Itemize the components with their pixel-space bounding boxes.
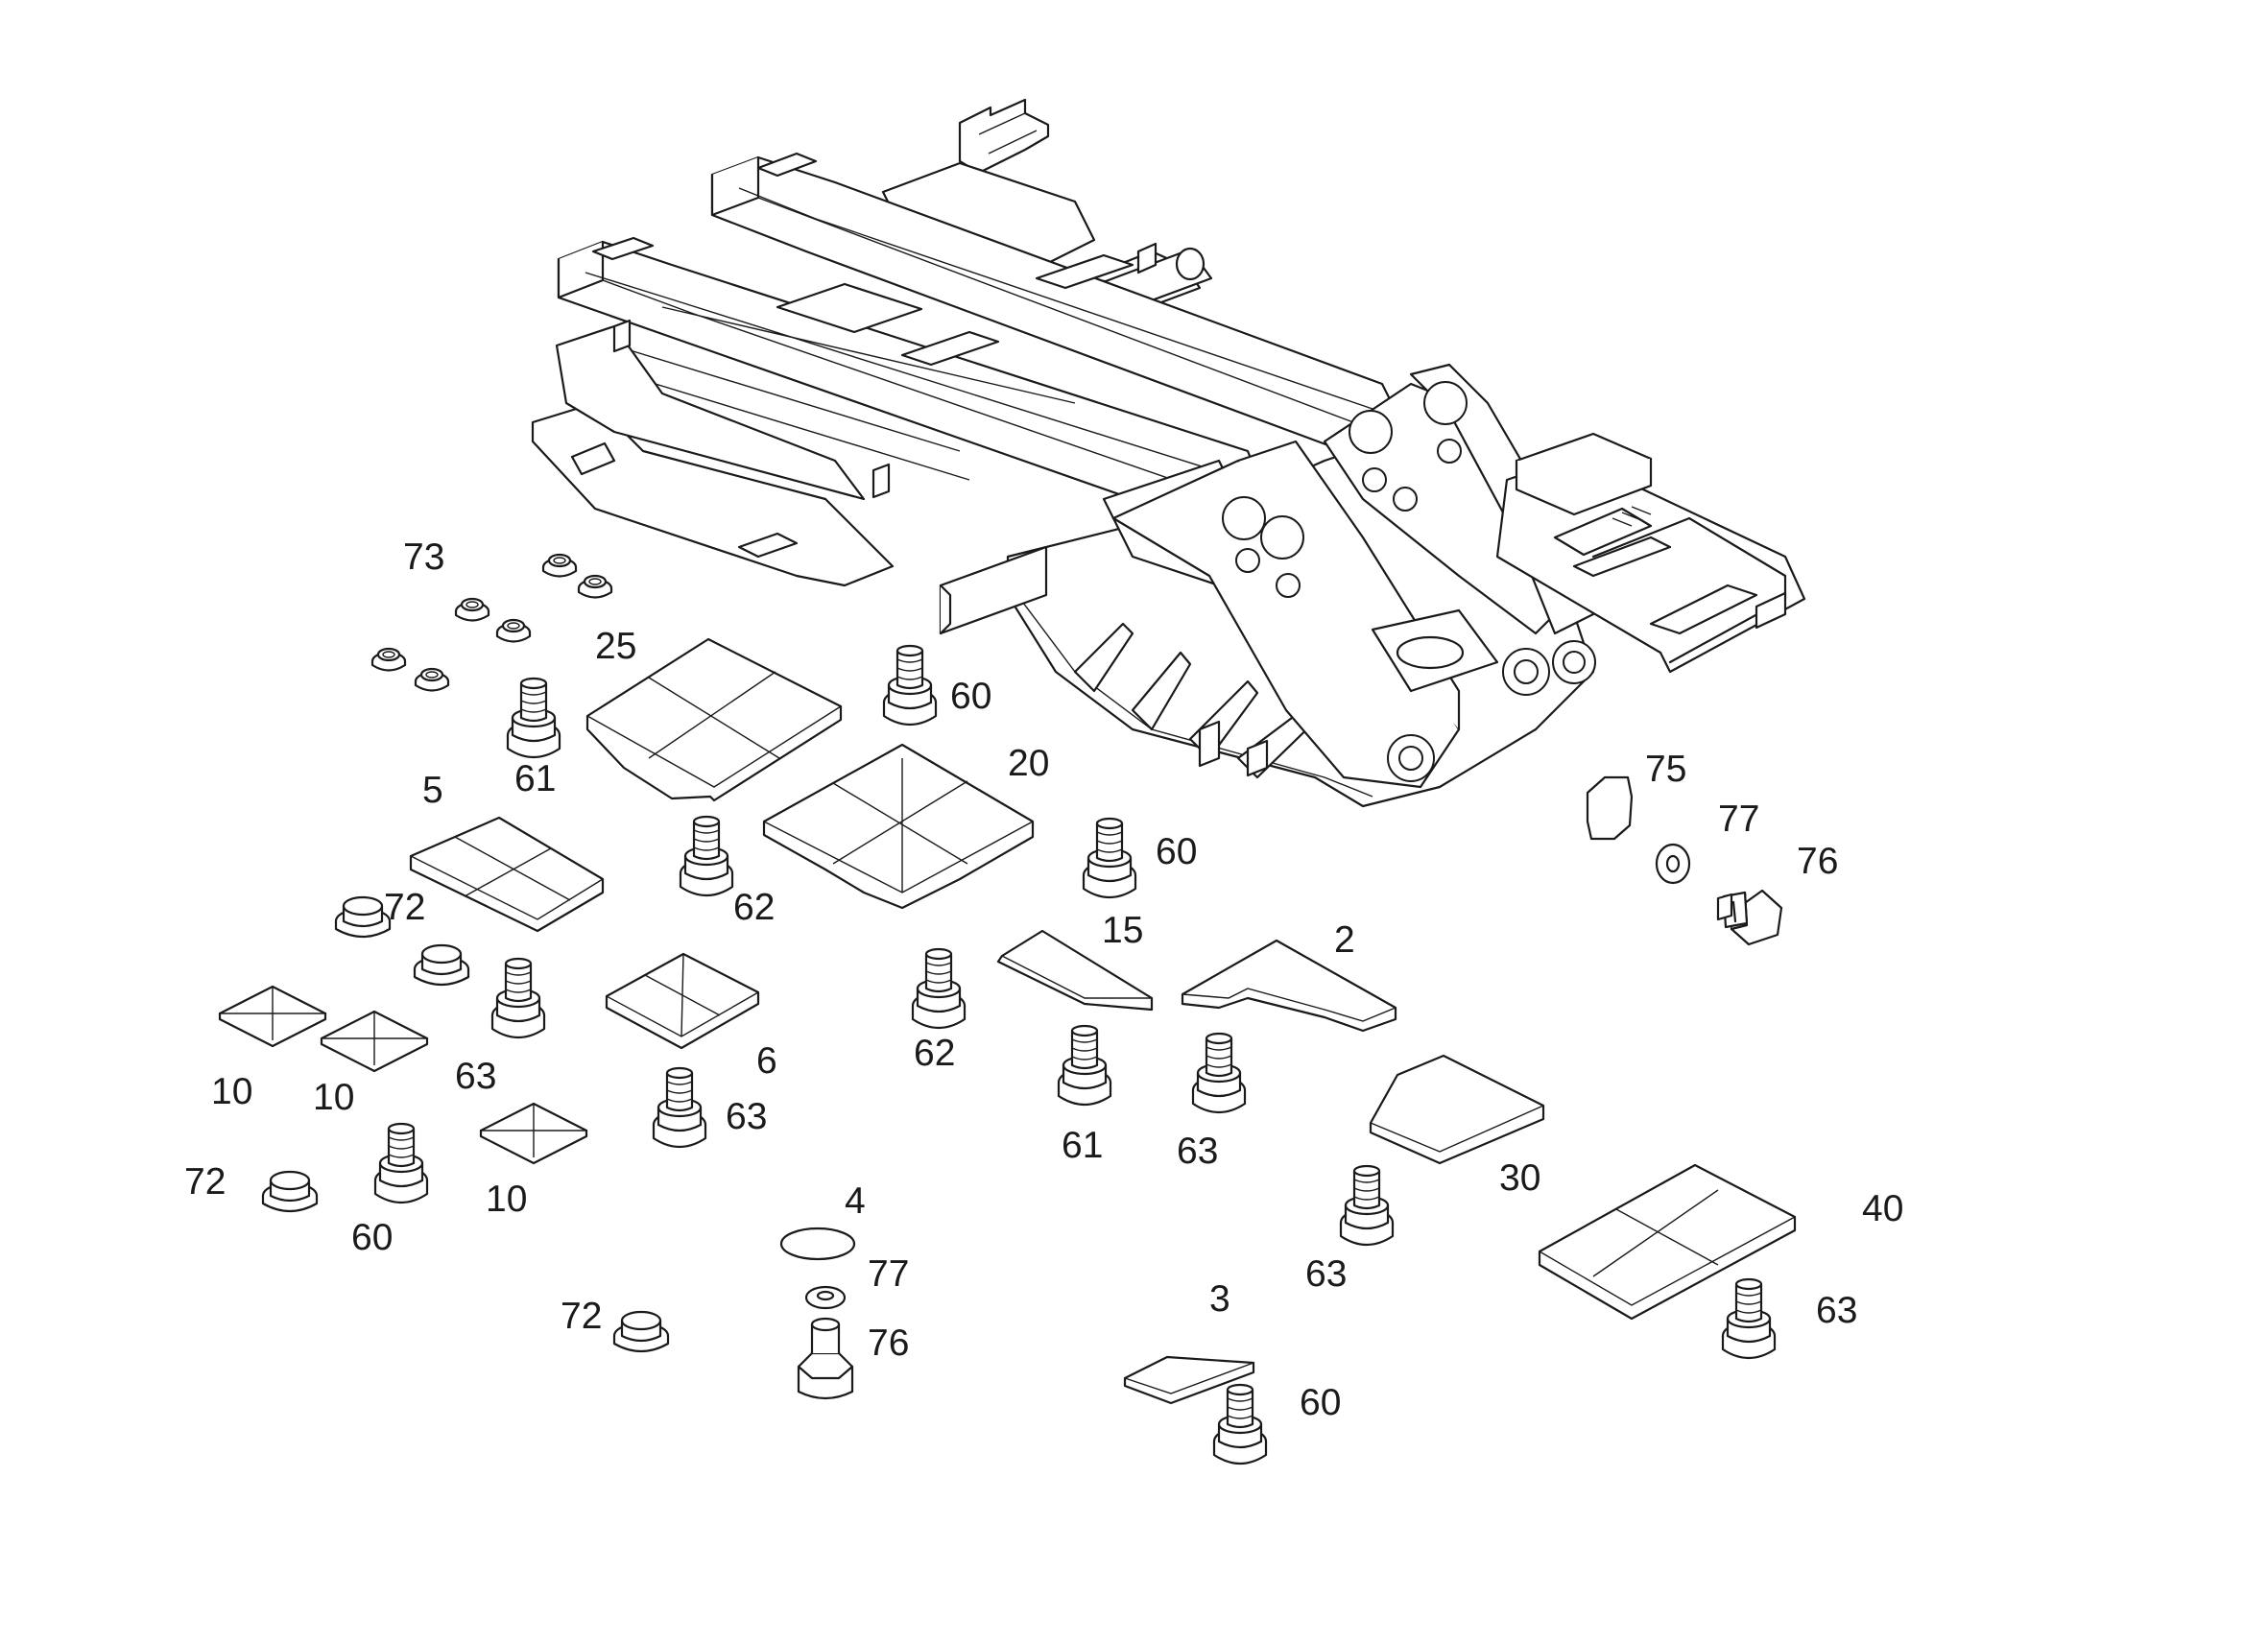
bolt-61-a — [506, 677, 561, 759]
callout-62: 62 — [914, 1033, 955, 1074]
cover-plate-40 — [1538, 1163, 1797, 1321]
callout-76: 76 — [1797, 841, 1838, 882]
callout-60: 60 — [1300, 1382, 1341, 1423]
callout-2: 2 — [1334, 919, 1355, 961]
bolt-63-d — [1339, 1164, 1395, 1247]
cover-plate-5 — [409, 816, 605, 933]
callout-75: 75 — [1645, 749, 1686, 790]
callout-77: 77 — [1718, 798, 1759, 840]
gasket-75 — [1586, 775, 1634, 841]
cover-plate-6 — [605, 952, 760, 1050]
bolt-60-b — [1082, 817, 1137, 899]
callout-4: 4 — [845, 1180, 866, 1222]
callout-30: 30 — [1499, 1157, 1540, 1199]
callout-63: 63 — [1177, 1131, 1218, 1172]
callout-73: 73 — [403, 536, 444, 578]
callout-40: 40 — [1862, 1188, 1903, 1229]
callout-62: 62 — [733, 887, 775, 928]
callout-labels: 73 25 60 61 20 5 62 72 60 15 2 75 77 76 … — [184, 536, 1903, 1423]
callout-77: 77 — [868, 1253, 909, 1295]
callout-25: 25 — [595, 626, 636, 667]
callout-61: 61 — [1062, 1125, 1103, 1166]
bolt-60-a — [882, 644, 938, 727]
callout-63: 63 — [1305, 1253, 1347, 1295]
callout-63: 63 — [455, 1056, 496, 1097]
bolt-76-b — [797, 1317, 854, 1400]
pyramid-cover-10-b — [320, 1010, 429, 1073]
bolt-63-a — [490, 957, 546, 1039]
bolt-63-c — [652, 1066, 707, 1149]
bolt-60-c — [373, 1122, 429, 1204]
cover-plate-25 — [585, 637, 843, 802]
plate-30 — [1369, 1054, 1545, 1165]
bolt-63-b — [1191, 1032, 1247, 1114]
plug-cap-72-c — [261, 1170, 319, 1213]
callout-63: 63 — [726, 1096, 767, 1137]
plug-cap-72-d — [612, 1310, 670, 1353]
plate-2 — [1181, 939, 1397, 1033]
bolt-63-e — [1721, 1277, 1777, 1360]
callout-63: 63 — [1816, 1290, 1857, 1331]
bolt-62-b — [911, 947, 967, 1030]
callout-15: 15 — [1102, 910, 1143, 951]
bolt-60-d — [1212, 1383, 1268, 1465]
callout-20: 20 — [1008, 743, 1049, 784]
washer-77-a — [1655, 843, 1691, 885]
callout-6: 6 — [756, 1040, 777, 1082]
callout-10: 10 — [486, 1179, 527, 1220]
pyramid-cover-10-c — [479, 1102, 588, 1165]
plug-cap-72-b — [413, 943, 470, 987]
washer-77-b — [804, 1285, 847, 1310]
plate-15 — [996, 929, 1154, 1012]
callout-10: 10 — [313, 1077, 354, 1118]
callout-10: 10 — [211, 1071, 252, 1112]
callout-60: 60 — [950, 676, 991, 717]
bolt-62-a — [679, 815, 734, 897]
callout-72: 72 — [384, 887, 425, 928]
bolt-61-b — [1057, 1024, 1112, 1107]
callout-60: 60 — [351, 1217, 393, 1258]
callout-72: 72 — [184, 1161, 226, 1203]
callout-72: 72 — [561, 1296, 602, 1337]
plate-3 — [1123, 1355, 1255, 1405]
callout-5: 5 — [422, 770, 443, 811]
callout-3: 3 — [1209, 1278, 1230, 1320]
callout-76: 76 — [868, 1322, 909, 1364]
bolt-76-a — [1716, 889, 1783, 946]
pyramid-cover-10-a — [218, 985, 327, 1048]
callout-60: 60 — [1156, 831, 1197, 872]
plug-cap-72-a — [334, 895, 392, 939]
main-frame — [531, 98, 1806, 808]
callout-61: 61 — [514, 758, 556, 799]
disk-4 — [779, 1227, 856, 1261]
cover-plate-20 — [762, 743, 1035, 910]
